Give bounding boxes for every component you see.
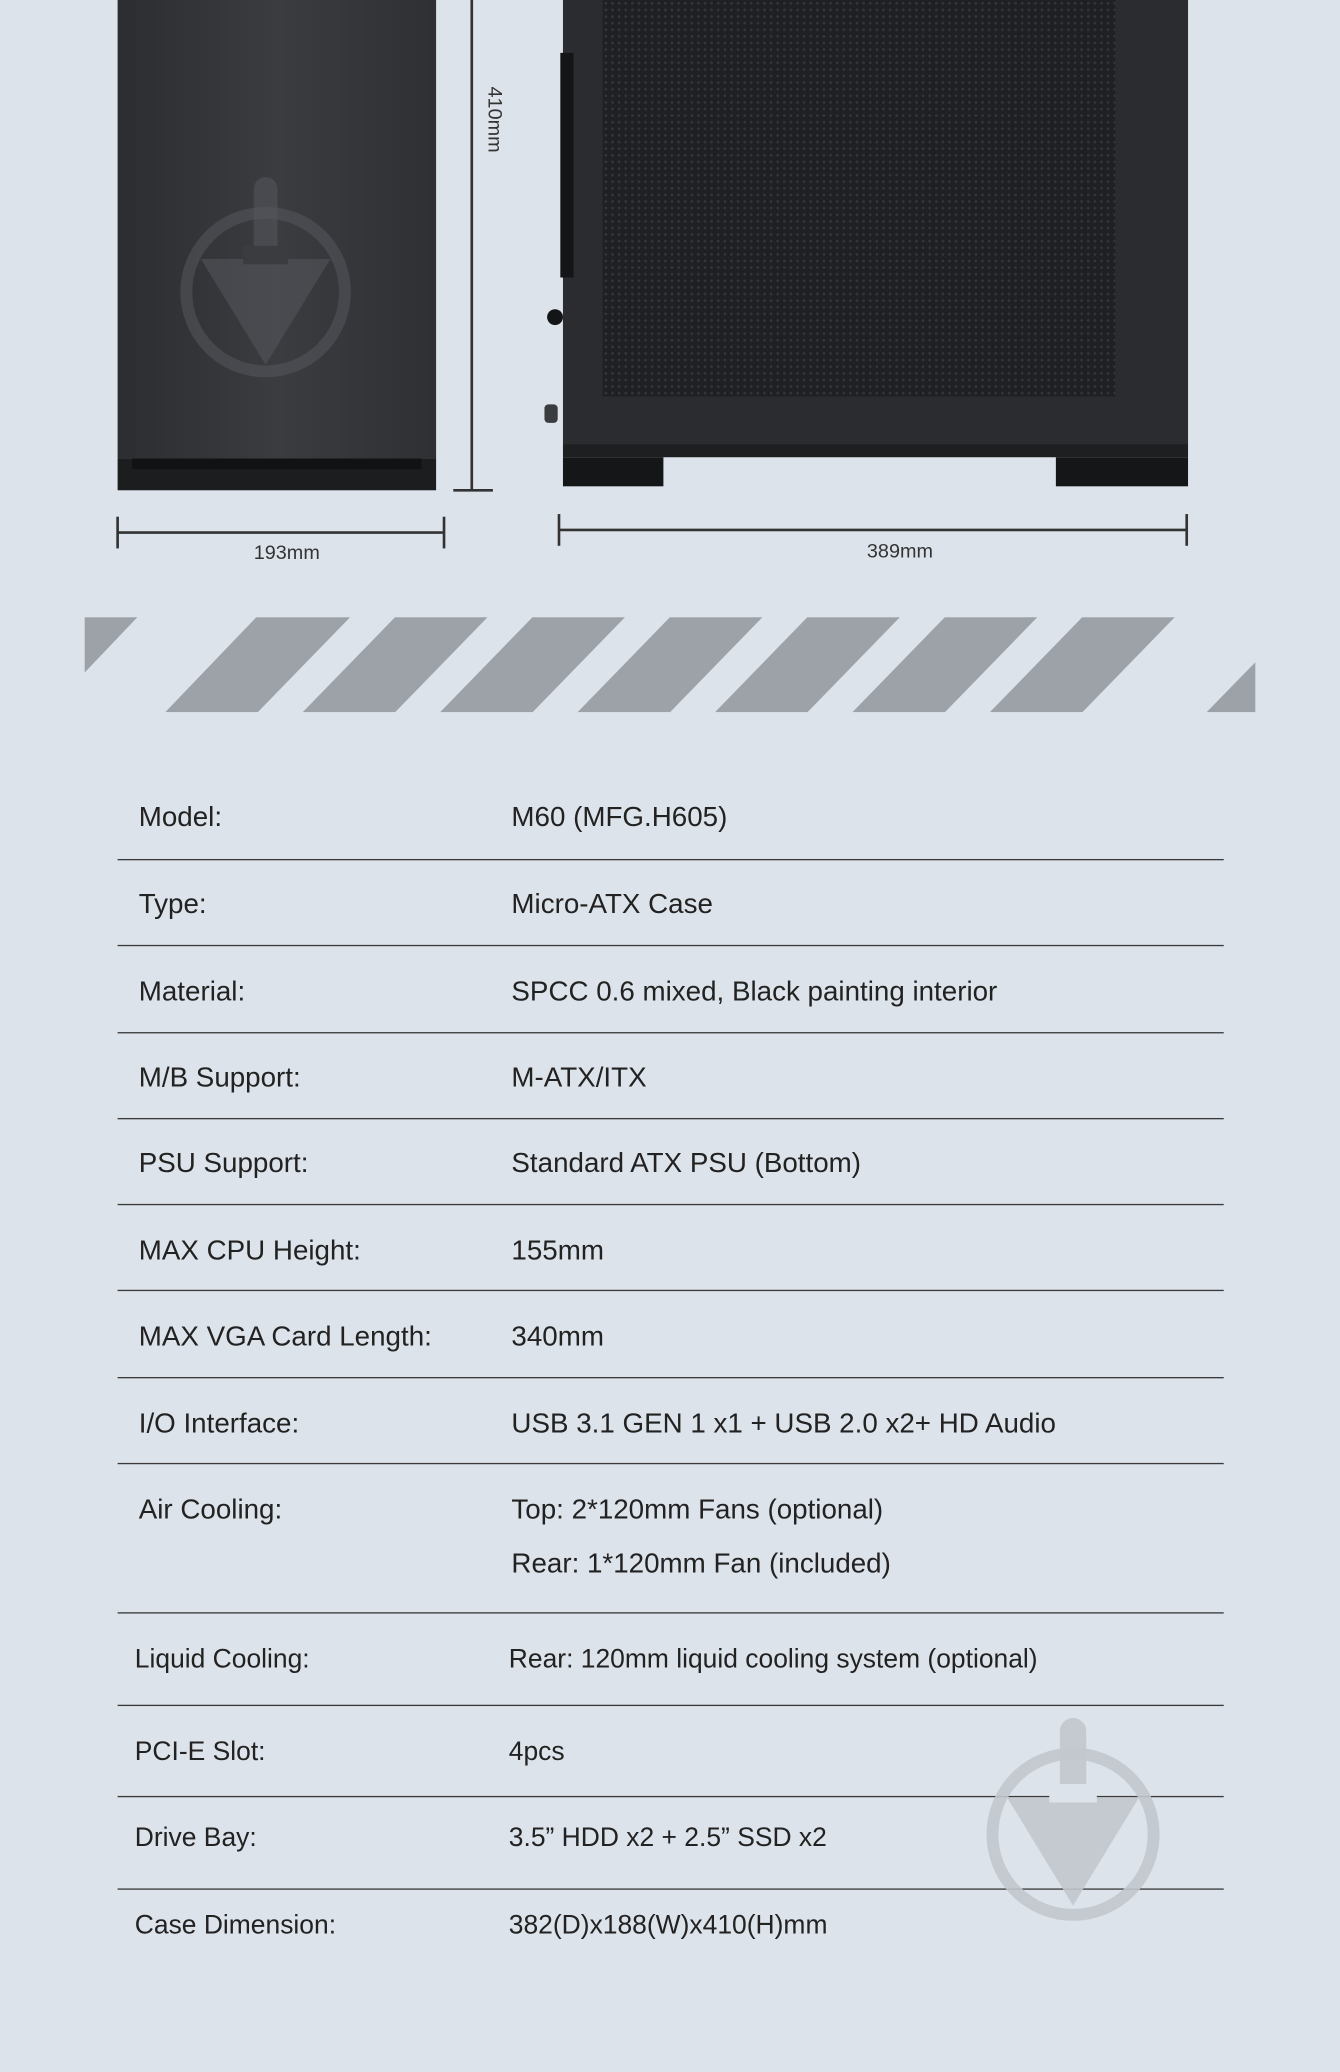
spec-row-cpu-height: MAX CPU Height: 155mm	[117, 1205, 1224, 1292]
case-io-port	[544, 404, 558, 423]
case-front-foot-lip	[132, 458, 422, 470]
height-dimension-label: 410mm	[483, 86, 506, 153]
case-mesh-panel	[602, 0, 1116, 397]
spec-value: 155mm	[511, 1235, 604, 1266]
spec-value: M-ATX/ITX	[511, 1062, 647, 1093]
spec-value: Standard ATX PSU (Bottom)	[511, 1148, 862, 1179]
spec-label: PCI-E Slot:	[134, 1737, 266, 1767]
spec-row-vga-length: MAX VGA Card Length: 340mm	[117, 1291, 1224, 1379]
spec-label: Drive Bay:	[134, 1823, 257, 1853]
spec-row-io-interface: I/O Interface: USB 3.1 GEN 1 x1 + USB 2.…	[117, 1378, 1224, 1465]
spec-value: M60 (MFG.H605)	[511, 802, 728, 833]
case-side-foot-right	[1055, 457, 1189, 487]
case-front-bezel	[560, 52, 574, 278]
spec-row-psu-support: PSU Support: Standard ATX PSU (Bottom)	[117, 1119, 1224, 1206]
spec-label: Air Cooling:	[138, 1494, 283, 1526]
spec-value-line: Rear: 1*120mm Fan (included)	[511, 1548, 891, 1580]
spec-row-mb-support: M/B Support: M-ATX/ITX	[117, 1033, 1224, 1120]
spec-label: M/B Support:	[138, 1062, 301, 1093]
spec-value: 3.5” HDD x2 + 2.5” SSD x2	[508, 1823, 827, 1853]
case-side-foot-left	[562, 457, 664, 487]
spec-row-air-cooling: Air Cooling: Top: 2*120mm Fans (optional…	[117, 1464, 1224, 1614]
spec-row-liquid-cooling: Liquid Cooling: Rear: 120mm liquid cooli…	[117, 1614, 1224, 1707]
spec-label: I/O Interface:	[138, 1408, 300, 1440]
spec-label: MAX VGA Card Length:	[138, 1321, 432, 1352]
spec-value: Micro-ATX Case	[511, 889, 713, 920]
spec-label: PSU Support:	[138, 1148, 309, 1179]
spec-value: USB 3.1 GEN 1 x1 + USB 2.0 x2+ HD Audio	[511, 1408, 1056, 1440]
spec-value: Top: 2*120mm Fans (optional) Rear: 1*120…	[511, 1495, 890, 1581]
spec-label: Material:	[138, 976, 246, 1007]
spec-label: Type:	[138, 889, 207, 920]
spec-row-type: Type: Micro-ATX Case	[117, 860, 1224, 947]
stripe-divider	[84, 617, 1256, 713]
spec-value: SPCC 0.6 mixed, Black painting interior	[511, 976, 998, 1007]
spec-value: 4pcs	[508, 1737, 565, 1767]
depth-dimension-label: 389mm	[866, 540, 934, 563]
spec-value: Rear: 120mm liquid cooling system (optio…	[508, 1645, 1038, 1675]
width-dimension-label: 193mm	[253, 541, 320, 565]
case-io-button	[547, 309, 563, 326]
spec-value: 340mm	[511, 1321, 604, 1352]
spec-label: Liquid Cooling:	[134, 1645, 310, 1675]
spec-row-pcie-slot: PCI-E Slot: 4pcs	[117, 1706, 1224, 1798]
spec-value-line: Top: 2*120mm Fans (optional)	[511, 1494, 884, 1526]
spec-row-case-dimension: Case Dimension: 382(D)x188(W)x410(H)mm	[118, 1890, 1224, 1969]
spec-value: 382(D)x188(W)x410(H)mm	[508, 1910, 828, 1940]
spec-label: MAX CPU Height:	[138, 1235, 361, 1266]
spec-label: Case Dimension:	[134, 1910, 337, 1940]
spec-label: Model:	[138, 802, 223, 833]
dimension-lines	[116, 0, 1189, 549]
case-side-base	[562, 444, 1189, 458]
spec-row-material: Material: SPCC 0.6 mixed, Black painting…	[117, 946, 1224, 1034]
spec-row-model: Model: M60 (MFG.H605)	[117, 780, 1224, 861]
spec-row-drive-bay: Drive Bay: 3.5” HDD x2 + 2.5” SSD x2	[117, 1797, 1224, 1890]
